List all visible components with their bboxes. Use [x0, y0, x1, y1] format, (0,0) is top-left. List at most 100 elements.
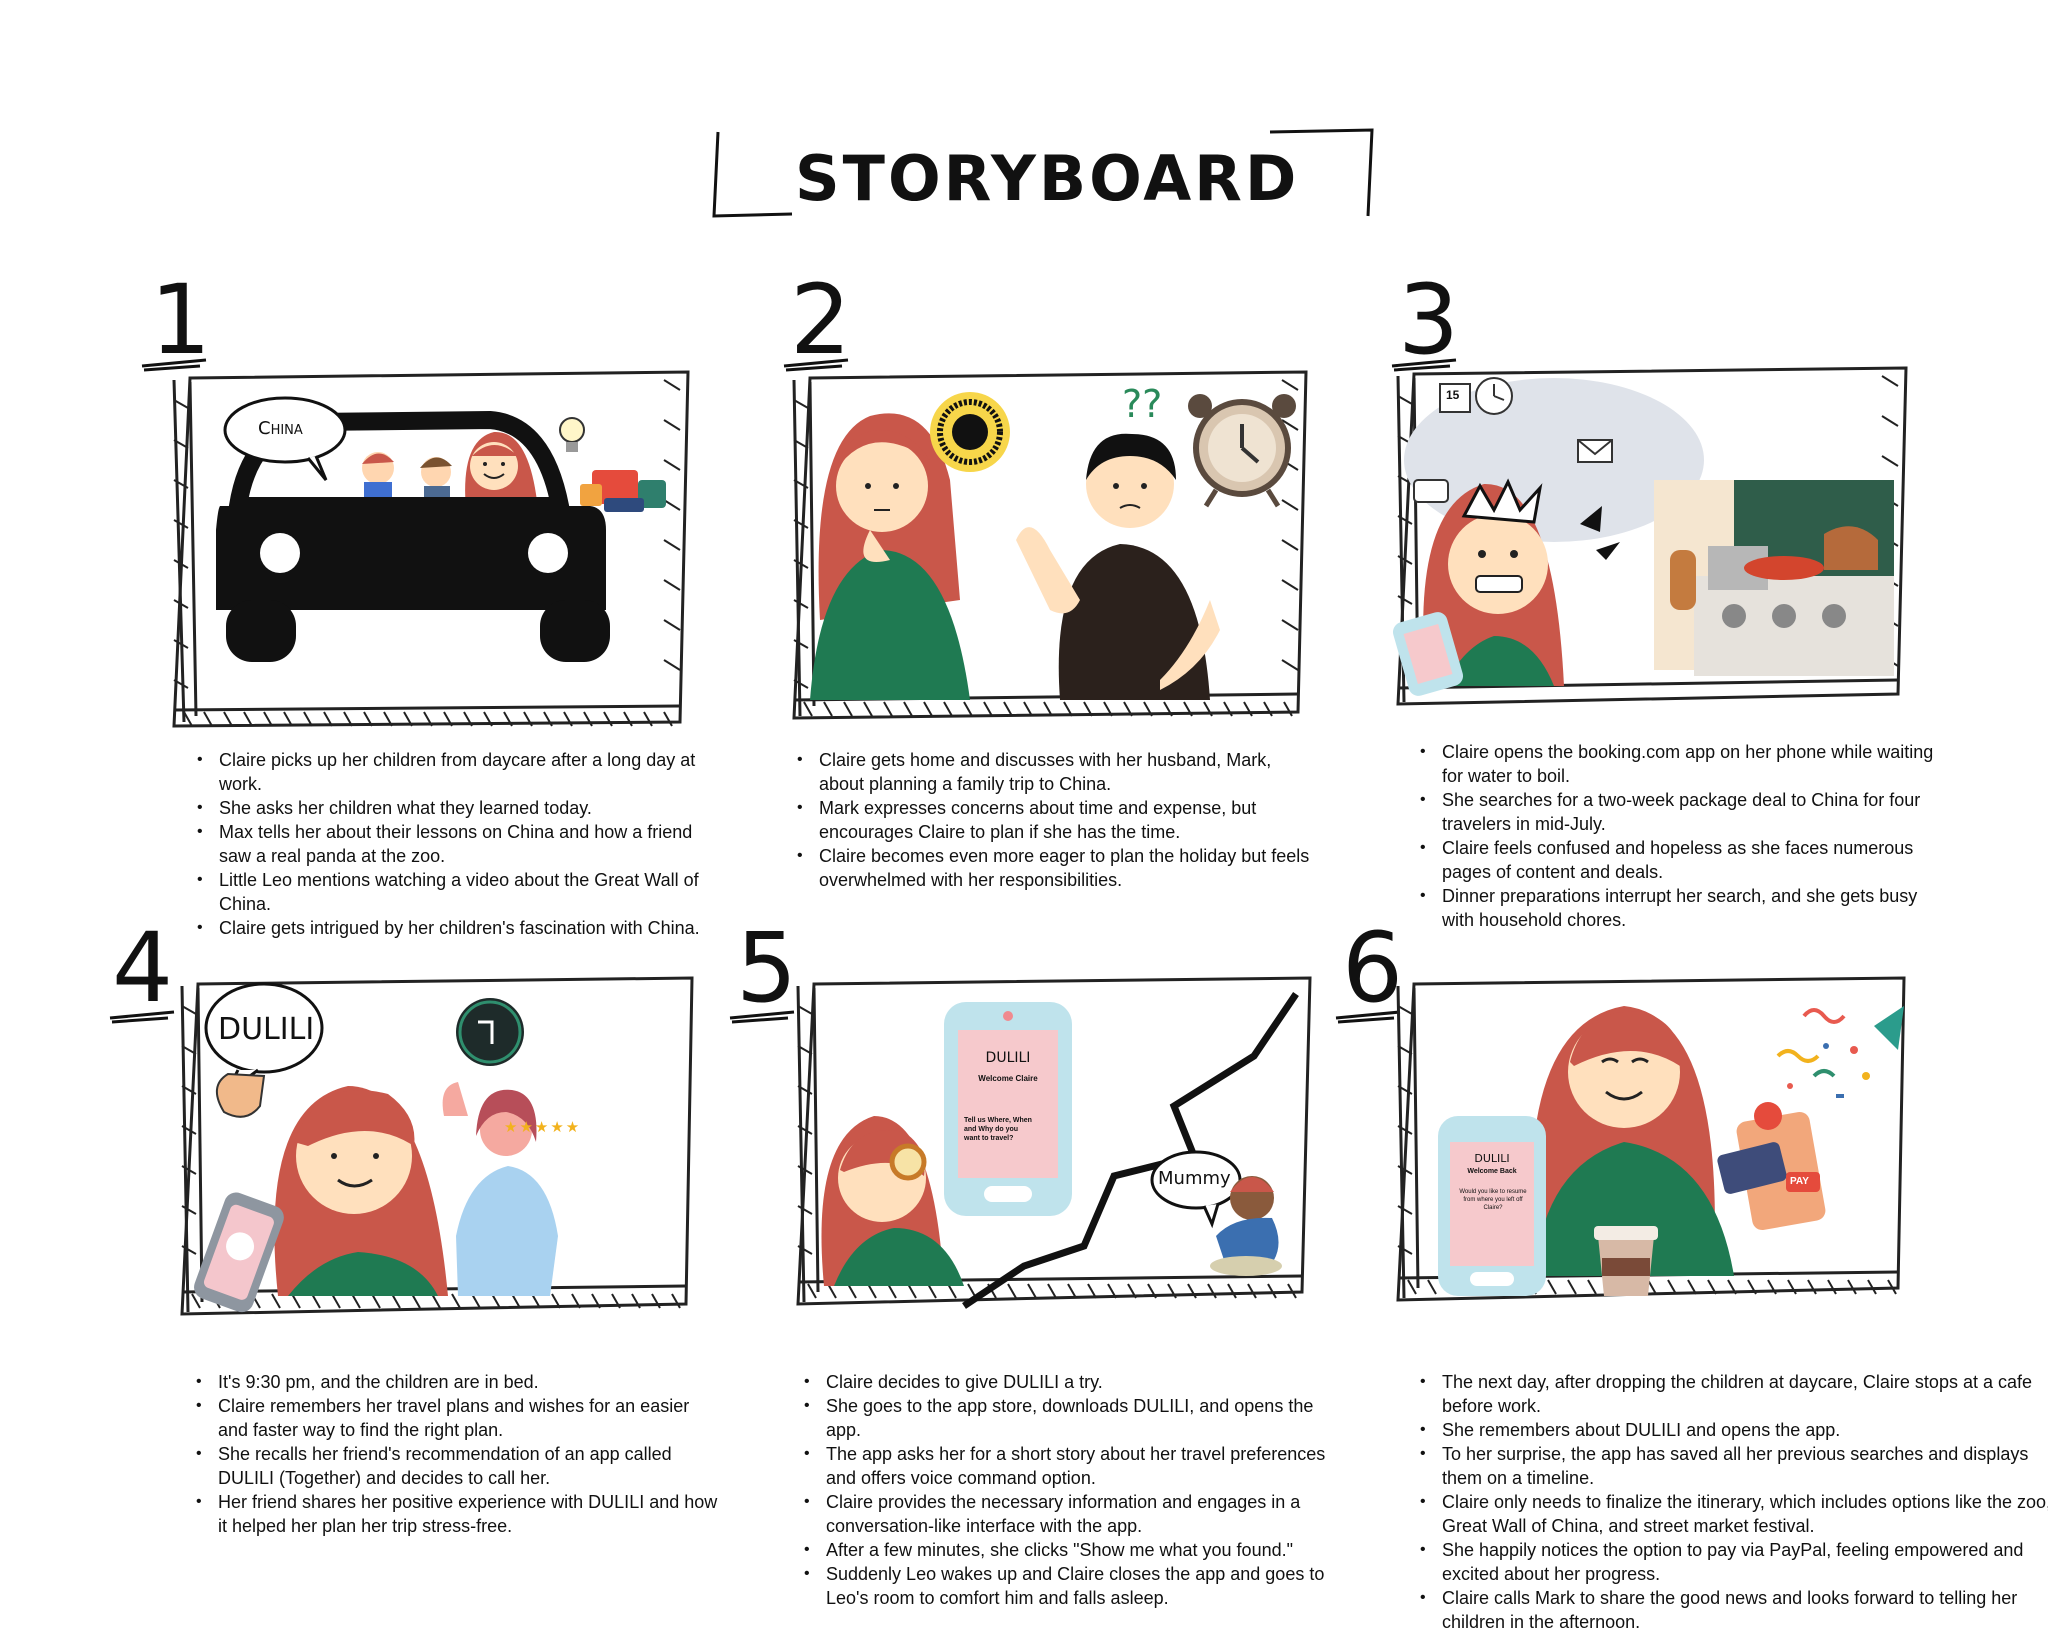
- kettle-icon: [1824, 526, 1878, 570]
- cafe-success-scene: [1438, 1006, 1904, 1296]
- payment-phone-icon: [1717, 1102, 1826, 1231]
- claire-driving: [465, 431, 538, 510]
- caption-item: Little Leo mentions watching a video abo…: [197, 868, 719, 916]
- claire-happy: [1530, 1006, 1734, 1276]
- bubble-text-china: China: [258, 418, 303, 439]
- caption-item: Her friend shares her positive experienc…: [196, 1490, 718, 1538]
- claire-on-phone: [274, 1086, 448, 1296]
- scribble-cloud-icon: [930, 392, 1010, 472]
- phone-welcome-text: Welcome Claire: [978, 1074, 1038, 1083]
- phone-call-scene: [194, 982, 558, 1313]
- friend-on-phone: [442, 1082, 558, 1296]
- panel-5-frame: DULILI Welcome Claire Tell us Where, Whe…: [784, 966, 1324, 1341]
- speech-bubble: [223, 396, 347, 464]
- pay-button-label: PAY: [1790, 1176, 1809, 1187]
- caption-item: Dinner preparations interrupt her search…: [1420, 884, 1942, 932]
- panel-2-underline: [783, 358, 849, 372]
- caption-item: Claire opens the booking.com app on her …: [1420, 740, 1942, 788]
- caption-item: She searches for a two-week package deal…: [1420, 788, 1942, 836]
- confetti-icon: [1776, 1006, 1904, 1098]
- panel-6-captions: The next day, after dropping the childre…: [1418, 1370, 2048, 1634]
- phone-prompt-text: Would you like to resume from where you …: [1459, 1189, 1527, 1211]
- lightbulb-icon: [559, 417, 585, 452]
- app-trial-scene: [821, 992, 1299, 1309]
- panel-1-captions: Claire picks up her children from daycar…: [195, 748, 719, 940]
- dulili-phone: [1438, 1116, 1546, 1296]
- caption-item: Max tells her about their lessons on Chi…: [197, 820, 719, 868]
- bubble-text-dulili: DULILI: [218, 1012, 315, 1047]
- caption-item: She recalls her friend's recommendation …: [196, 1442, 718, 1490]
- panel-1-frame: China: [160, 360, 700, 735]
- car-illustration: [216, 396, 666, 662]
- chat-icon: [1413, 479, 1449, 503]
- claire-thinking: [810, 413, 970, 700]
- caption-item: The app asks her for a short story about…: [804, 1442, 1336, 1490]
- caption-item: Claire provides the necessary informatio…: [804, 1490, 1336, 1538]
- panel-3-frame: 15: [1384, 356, 1924, 731]
- caption-item: Claire only needs to finalize the itiner…: [1420, 1490, 2048, 1538]
- claire-magnifier: [821, 1116, 964, 1286]
- caption-item: Claire gets home and discusses with her …: [797, 748, 1319, 796]
- caption-item: The next day, after dropping the childre…: [1420, 1370, 2048, 1418]
- panel-3-underline: [1391, 358, 1457, 372]
- storyboard-title: STORYBOARD: [700, 120, 1380, 230]
- cutting-board: [1670, 550, 1696, 610]
- panel-6-number: 6: [1342, 912, 1404, 1024]
- crack-divider: [962, 992, 1299, 1309]
- caption-item: She happily notices the option to pay vi…: [1420, 1538, 2048, 1586]
- question-marks-icon: ??: [1122, 382, 1163, 426]
- claire-stressed: [1423, 478, 1564, 686]
- panel-1-number: 1: [150, 264, 212, 376]
- phone-icon: [1392, 612, 1464, 696]
- panel-6-underline: [1335, 1010, 1401, 1024]
- panel-1-underline: [141, 358, 207, 372]
- frying-pan: [1744, 556, 1824, 580]
- stress-marks: [1580, 506, 1620, 560]
- panel-4-number: 4: [112, 912, 174, 1024]
- panel-5-number: 5: [736, 912, 798, 1024]
- alarm-clock-icon: [1188, 394, 1296, 508]
- smartphone-icon: [194, 1192, 284, 1313]
- page-title: STORYBOARD: [795, 142, 1300, 215]
- couple-illustration: [810, 392, 1296, 700]
- crossed-fingers-icon: [216, 1072, 266, 1118]
- caption-item: Claire becomes even more eager to plan t…: [797, 844, 1319, 892]
- caption-item: Suddenly Leo wakes up and Claire closes …: [804, 1562, 1336, 1610]
- phone-app-name: DULILI: [1474, 1152, 1510, 1165]
- caption-item: Claire calls Mark to share the good news…: [1420, 1586, 2048, 1634]
- stove: [1694, 576, 1894, 676]
- bubble-text-mummy: Mummy: [1158, 1168, 1231, 1189]
- caption-item: Claire decides to give DULILI a try.: [804, 1370, 1336, 1394]
- mark-shrugging: [1016, 433, 1220, 700]
- calendar-icon: [1439, 383, 1471, 413]
- caption-item: She goes to the app store, downloads DUL…: [804, 1394, 1336, 1442]
- panel-2-frame: ??: [780, 360, 1320, 735]
- caption-item: She asks her children what they learned …: [197, 796, 719, 820]
- coffee-cup-icon: [1594, 1226, 1658, 1296]
- panel-2-number: 2: [790, 264, 852, 376]
- caption-item: Claire gets intrigued by her children's …: [197, 916, 719, 940]
- panel-4-frame: DULILI ★★★★★: [168, 966, 708, 1341]
- kitchen-scene: [1392, 377, 1894, 696]
- caption-item: It's 9:30 pm, and the children are in be…: [196, 1370, 718, 1394]
- phone-app-name: DULILI: [985, 1050, 1031, 1066]
- clock-icon: [1475, 377, 1513, 415]
- panel-4-underline: [109, 1010, 175, 1024]
- envelope-icon: [1577, 439, 1613, 463]
- caption-item: To her surprise, the app has saved all h…: [1420, 1442, 2048, 1490]
- night-clock-icon: [456, 998, 524, 1066]
- title-bracket-frame: [712, 128, 1374, 218]
- phone-welcome-text: Welcome Back: [1467, 1168, 1517, 1175]
- caption-item: Mark expresses concerns about time and e…: [797, 796, 1319, 844]
- panel-4-captions: It's 9:30 pm, and the children are in be…: [194, 1370, 718, 1538]
- calendar-day: 15: [1446, 388, 1460, 402]
- rating-stars-icon: ★★★★★: [504, 1119, 582, 1136]
- panel-5-captions: Claire decides to give DULILI a try. She…: [802, 1370, 1336, 1610]
- caption-item: Claire picks up her children from daycar…: [197, 748, 719, 796]
- panel-3-number: 3: [1398, 264, 1460, 376]
- panel-5-underline: [729, 1010, 795, 1024]
- panel-2-captions: Claire gets home and discusses with her …: [795, 748, 1319, 892]
- panel-3-captions: Claire opens the booking.com app on her …: [1418, 740, 1942, 932]
- luggage-icon: [580, 470, 666, 512]
- phone-prompt-text: Tell us Where, When and Why do you want …: [964, 1117, 1032, 1142]
